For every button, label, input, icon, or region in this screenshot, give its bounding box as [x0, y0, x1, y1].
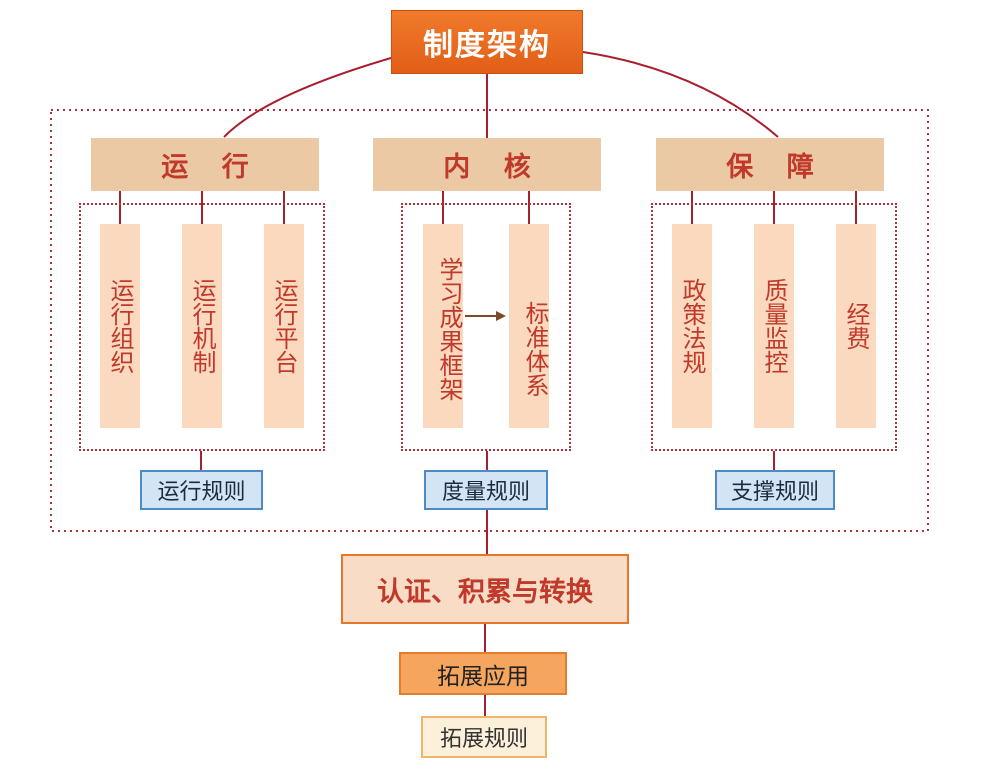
category-core-label: 内 核	[443, 152, 543, 183]
arc-right	[582, 51, 779, 138]
outer-dotted-frame	[50, 109, 929, 532]
pillar-learning-outcomes-framework: 学习成果框架	[423, 224, 463, 428]
category-guarantee: 保 障	[656, 138, 884, 191]
pillar-label: 运行平台	[270, 278, 298, 374]
guarantee-group-frame	[651, 203, 897, 451]
expansion-box: 拓展应用	[399, 652, 567, 695]
rule-support: 支撑规则	[715, 470, 835, 510]
pillar-label: 标准体系	[521, 301, 549, 397]
category-core: 内 核	[373, 138, 601, 191]
pillar-policy-regulations: 政策法规	[672, 224, 712, 428]
arc-left	[223, 57, 392, 138]
pillar-label: 质量监控	[760, 278, 788, 374]
page-title: 制度架构	[391, 10, 583, 74]
pillar-label: 经费	[842, 302, 870, 350]
pillar-funding: 经费	[836, 224, 876, 428]
pillar-quality-monitoring: 质量监控	[754, 224, 794, 428]
pillar-label: 政策法规	[678, 278, 706, 374]
operation-group-frame	[79, 203, 325, 451]
pillar-label: 运行机制	[188, 278, 216, 374]
category-operation: 运 行	[91, 138, 319, 191]
pillar-operation-mechanism: 运行机制	[182, 224, 222, 428]
category-operation-label: 运 行	[161, 152, 261, 183]
pillar-operation-organization: 运行组织	[100, 224, 140, 428]
category-guarantee-label: 保 障	[726, 152, 826, 183]
arrow-head	[496, 311, 506, 321]
pillar-label: 学习成果框架	[435, 257, 463, 401]
expansion-rule-box: 拓展规则	[421, 716, 547, 758]
pillar-label: 运行组织	[106, 278, 134, 374]
pillar-standard-system: 标准体系	[509, 224, 549, 428]
certification-box: 认证、积累与转换	[341, 554, 629, 624]
rule-measurement: 度量规则	[424, 470, 548, 510]
core-group-frame	[401, 203, 571, 451]
rule-operation: 运行规则	[140, 470, 263, 510]
pillar-operation-platform: 运行平台	[264, 224, 304, 428]
